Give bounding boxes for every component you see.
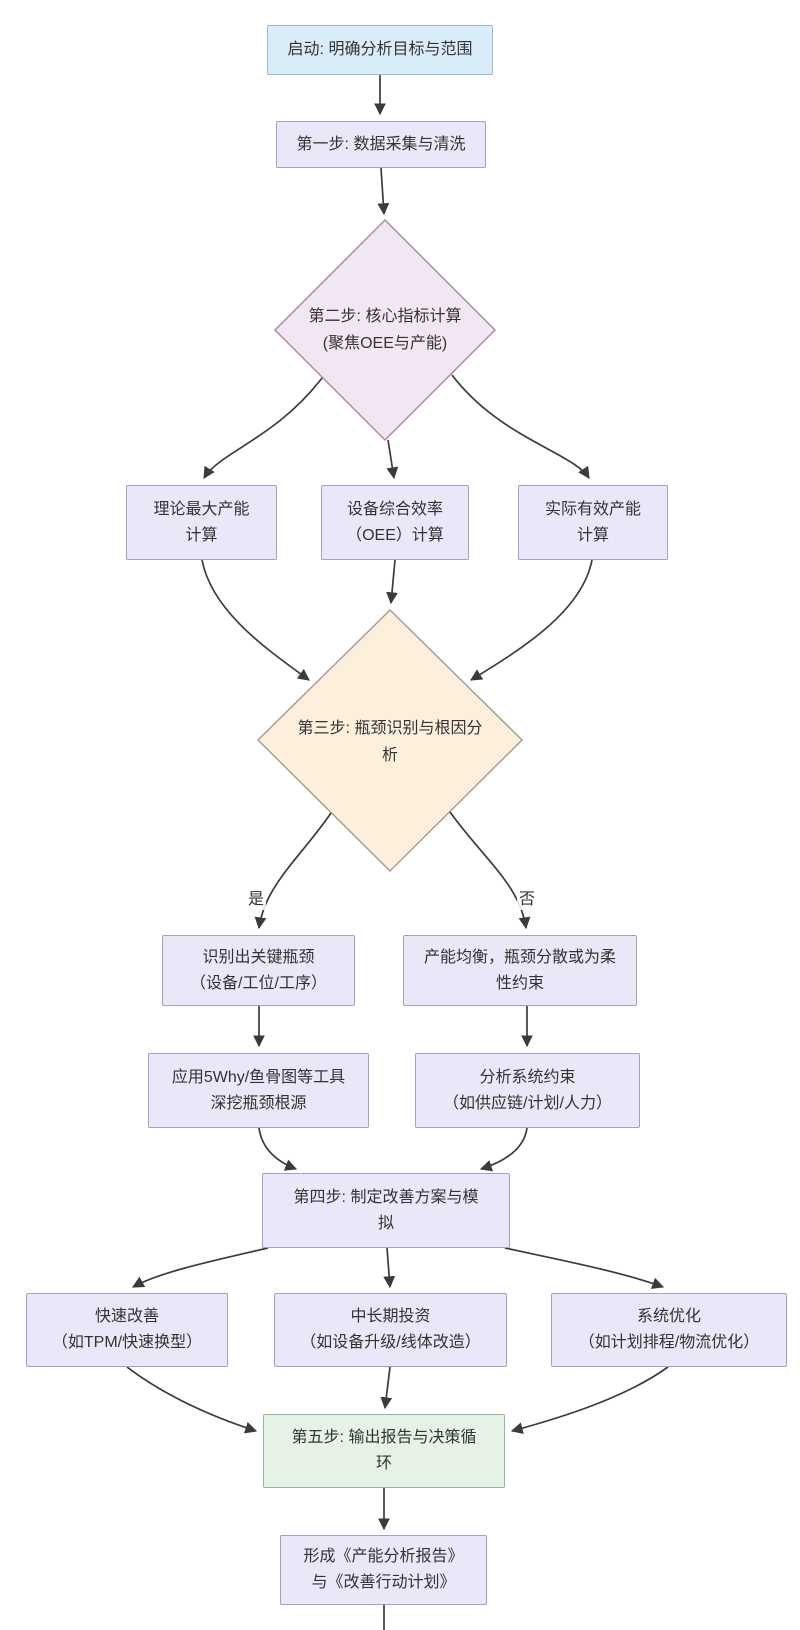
edge-step2-to-oee: [386, 439, 399, 480]
node-step1-label: 第一步: 数据采集与清洗: [296, 135, 466, 153]
node-step3-diamond-label: 第三步: 瓶颈识别与根因分 析: [297, 720, 483, 764]
edge-step4-to-sysopt: [504, 1247, 665, 1289]
node-system-optimization: 系统优化 （如计划排程/物流优化）: [551, 1293, 787, 1367]
node-step5: 第五步: 输出报告与决策循 环: [263, 1414, 505, 1488]
edge-theoretical-to-step3: [201, 559, 310, 681]
node-bottleneck-identified: 识别出关键瓶颈 （设备/工位/工序）: [162, 935, 355, 1006]
node-start: 启动: 明确分析目标与范围: [267, 25, 493, 75]
node-step1: 第一步: 数据采集与清洗: [276, 121, 486, 168]
edge-step3-no: [449, 811, 531, 930]
node-actual-capacity: 实际有效产能 计算: [518, 485, 668, 560]
edge-oee-to-step3: [386, 559, 398, 605]
edge-step2-to-theoretical: [203, 377, 323, 480]
edge-step3-yes: [254, 812, 332, 930]
edge-quick-to-step5: [126, 1366, 258, 1434]
step2-diamond-shape: [273, 218, 497, 442]
edge-actual-to-step3: [469, 559, 593, 681]
edge-step4-to-invest: [383, 1247, 396, 1289]
edge-sysopt-to-step5: [510, 1366, 669, 1434]
edge-step1-to-step2: [377, 167, 390, 216]
node-theoretical-capacity: 理论最大产能 计算: [126, 485, 277, 560]
node-oee-calculation: 设备综合效率 （OEE）计算: [321, 485, 469, 560]
node-start-label: 启动: 明确分析目标与范围: [287, 41, 473, 58]
node-quick-improvement: 快速改善 （如TPM/快速换型）: [26, 1293, 228, 1367]
edge-label-yes: 是: [245, 890, 267, 910]
edge-sysconstraint-to-step4: [479, 1127, 528, 1172]
edge-step4-to-quick: [131, 1247, 269, 1288]
edge-why5-to-step4: [258, 1127, 298, 1171]
node-system-constraints: 分析系统约束 （如供应链/计划/人力）: [415, 1053, 640, 1128]
edge-step2-to-actual: [451, 374, 590, 479]
edge-label-no: 否: [516, 890, 538, 910]
edge-invest-to-step5: [380, 1366, 393, 1410]
node-5why-fishbone-tools: 应用5Why/鱼骨图等工具 深挖瓶颈根源: [148, 1053, 369, 1128]
node-long-term-investment: 中长期投资 （如设备升级/线体改造）: [274, 1293, 507, 1367]
node-step2-diamond-label: 第二步: 核心指标计算 (聚焦OEE与产能): [308, 308, 462, 352]
node-final-report: 形成《产能分析报告》 与《改善行动计划》: [280, 1535, 487, 1605]
step3-diamond-shape: [256, 608, 524, 873]
node-capacity-balanced: 产能均衡，瓶颈分散或为柔 性约束: [403, 935, 637, 1006]
node-step4: 第四步: 制定改善方案与模 拟: [262, 1173, 510, 1248]
